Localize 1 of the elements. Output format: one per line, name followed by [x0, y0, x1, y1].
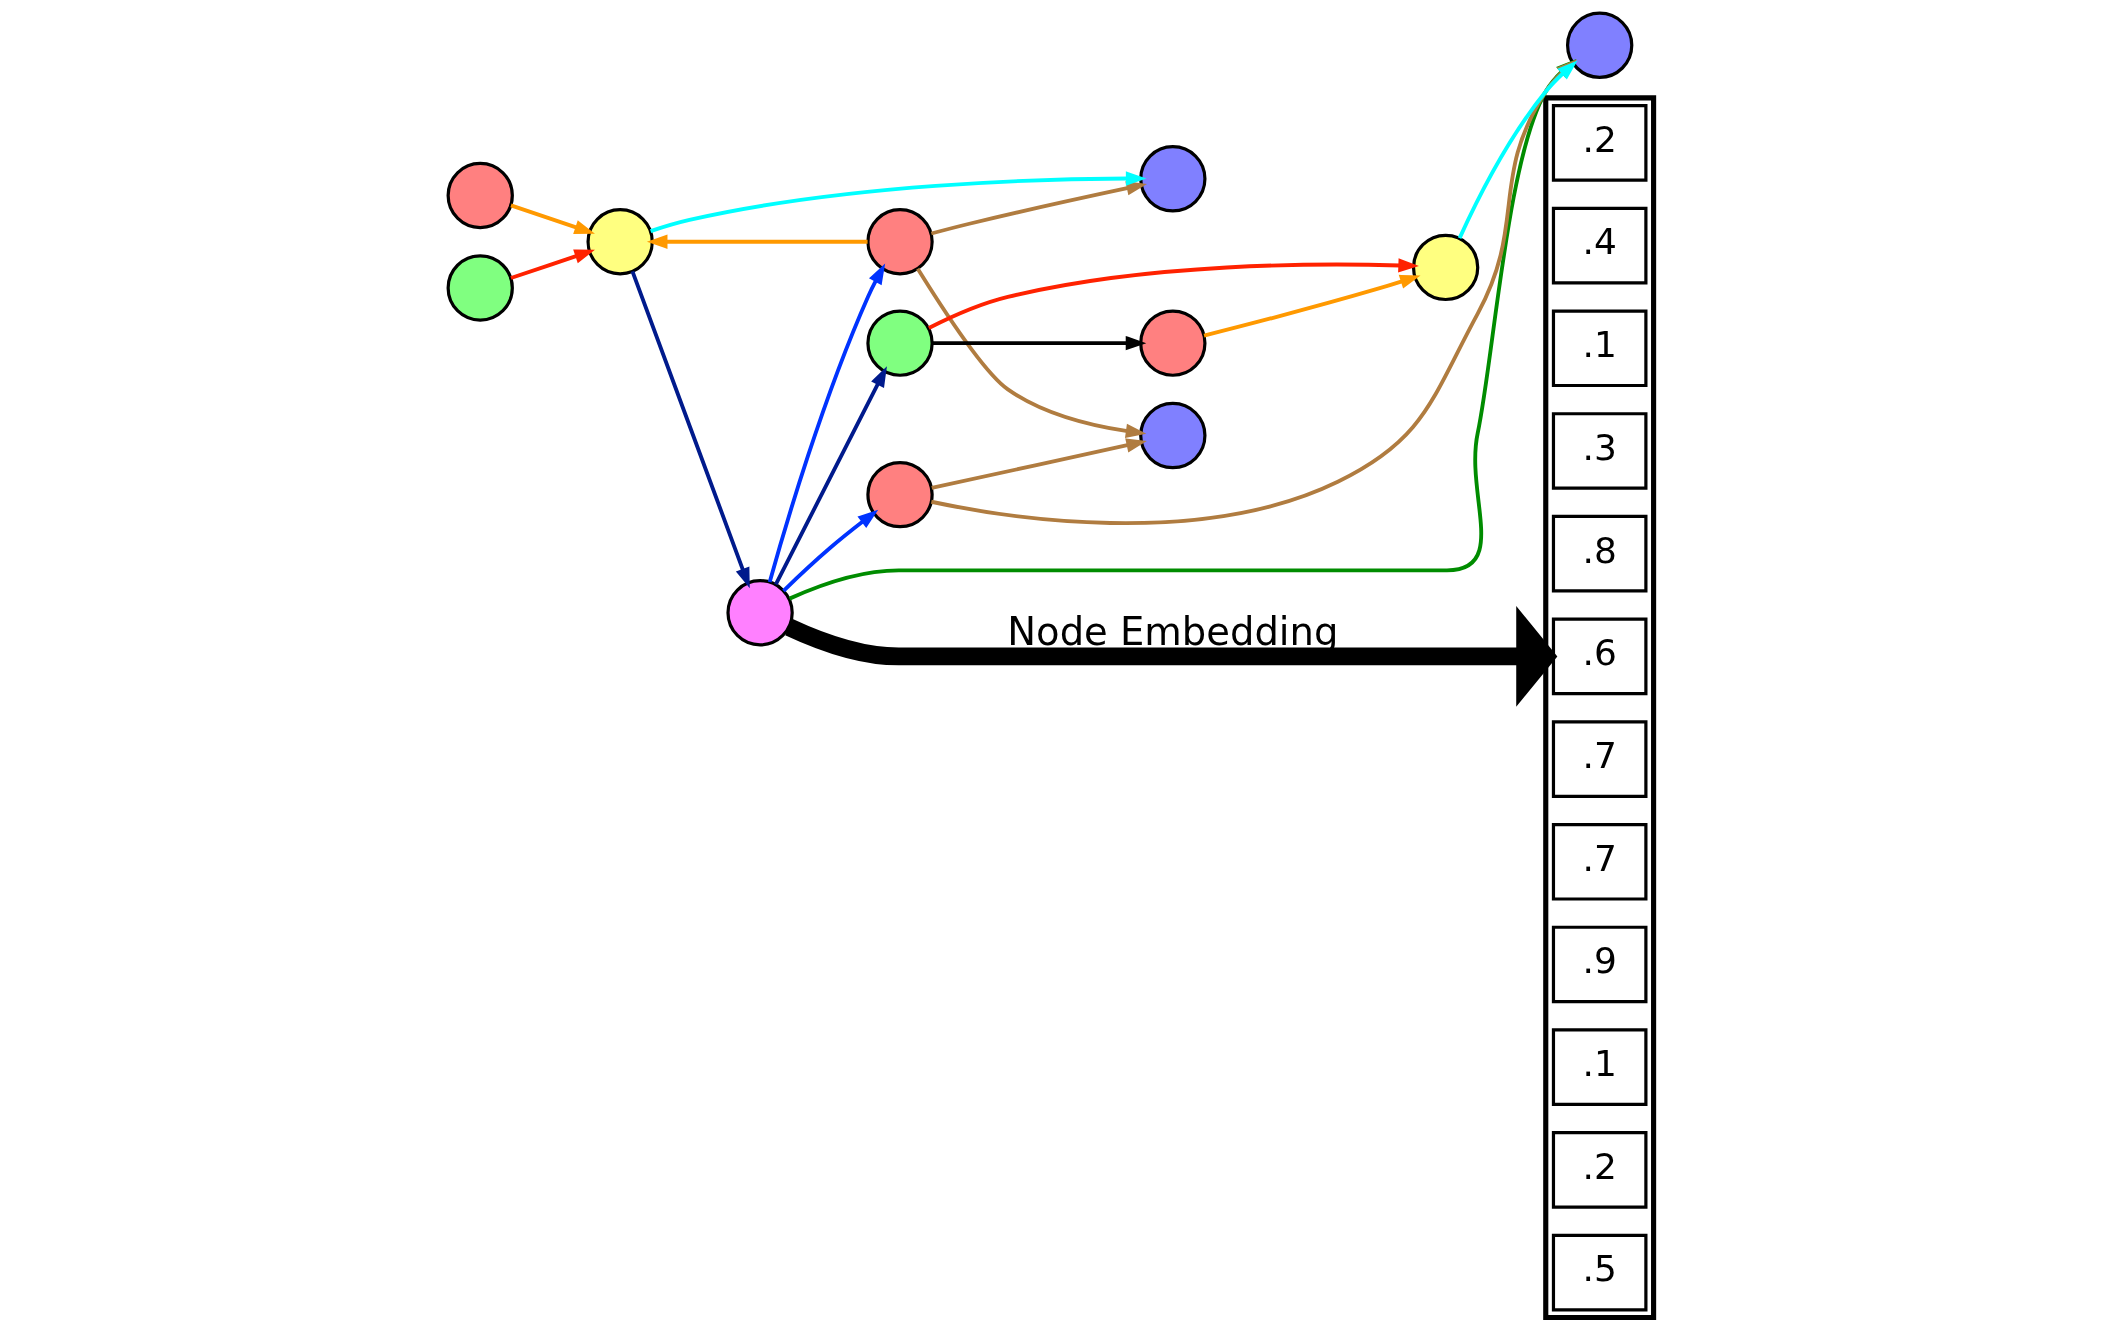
- edge-label: Node Embedding: [1007, 608, 1339, 654]
